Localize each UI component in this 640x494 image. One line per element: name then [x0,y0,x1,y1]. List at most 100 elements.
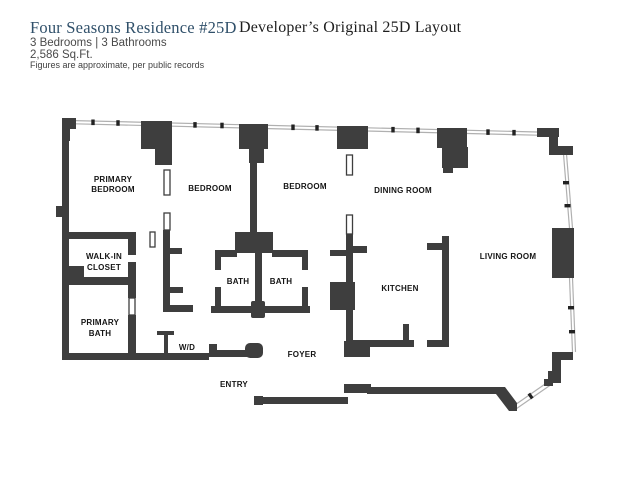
kitchen-right-wall [442,243,449,347]
wall-segment [250,148,257,234]
living-room-window-lower [568,277,577,353]
entry-upper-wall [367,387,500,394]
room-label-bath-2: BATH [270,277,293,286]
wall-segment [427,243,449,250]
wall-segment [68,232,133,239]
wall-segment [353,246,367,253]
top-column [337,126,368,149]
bath-column-block [235,232,273,253]
wall-segment [302,250,308,270]
window-mullion [315,125,319,131]
window-mullion [486,129,490,135]
right-step-wall [548,371,561,383]
wall-segment [128,262,136,278]
window-line [565,153,574,229]
window-mullion [91,119,95,126]
foyer-door-block [245,343,263,358]
room-label-bedroom-3: BEDROOM [283,182,327,191]
right-window-mullions [563,181,575,334]
area-subtitle: 2,586 Sq.Ft. [30,49,93,61]
room-label-kitchen: KITCHEN [381,284,418,293]
entry-angled-window [511,379,553,411]
window-mullion [291,124,295,131]
room-label-primary-bath: BATH [89,329,112,338]
window-line [571,277,577,353]
wall-segment [128,315,136,357]
foyer-wall-stub [209,344,217,357]
window-mullion [527,392,534,400]
door-jamb [345,214,354,235]
living-room-window-upper [562,153,574,229]
right-step-wall [554,352,573,360]
right-step-wall [549,128,558,154]
interior-walls [68,148,449,358]
wall-segment [170,287,183,293]
wall-segment [215,250,221,270]
wall-segment [302,287,308,308]
entry-step-block [344,384,371,393]
kitchen-appliance-block [330,282,355,310]
room-label-walk-in-closet: WALK-IN [86,252,122,261]
kitchen-corner-block [344,341,370,357]
room-label-entry: ENTRY [220,380,248,389]
window-mullion [193,122,197,128]
window-line [568,277,574,353]
window-line [562,153,571,229]
right-step-wall [552,352,561,379]
room-label-bath-1: BATH [227,277,250,286]
wd-door [164,333,168,357]
foyer-wall [210,350,258,357]
disclaimer-text: Figures are approximate, per public reco… [30,60,205,70]
door-jambs [128,154,354,316]
wall-segment [68,277,136,285]
wall-segment [215,250,237,257]
top-column [437,128,467,148]
wall-segment [163,230,170,312]
right-step-wall [549,146,573,155]
window-mullion [220,122,224,129]
door-jamb [163,212,171,231]
room-label-primary-bedroom: BEDROOM [91,185,135,194]
beds-baths-subtitle: 3 Bedrooms | 3 Bathrooms [30,37,167,49]
wall-segment [170,248,182,254]
window-mullion [569,330,575,334]
wall-segment [128,285,136,298]
room-labels: PRIMARY BEDROOM BEDROOM BEDROOM DINING R… [81,175,537,389]
right-step-wall [537,128,559,137]
page-title: Four Seasons Residence #25D [30,18,237,37]
window-mullion [116,120,120,126]
window-mullion [416,127,420,134]
wall-segment [211,306,310,313]
room-label-walk-in-closet: CLOSET [87,263,121,272]
wall-segment [442,236,449,244]
wd-door [157,331,174,335]
top-column [443,167,453,173]
window-mullion [568,306,574,310]
page-title-right: Developer’s Original 25D Layout [239,19,462,36]
entry-lower-wall [255,397,348,404]
window-mullion [391,126,395,133]
wall-segment [128,232,136,255]
room-label-bedroom-2: BEDROOM [188,184,232,193]
wall-segment [330,250,346,256]
wall-segment [215,287,221,308]
door-jamb [128,297,136,316]
wall-column [56,206,69,217]
wall-segment [163,305,193,312]
room-label-dining-room: DINING ROOM [374,186,432,195]
entry-wall-cap [254,396,263,405]
door-jamb [345,154,354,176]
wall-segment [427,340,449,347]
right-column [552,228,574,278]
top-column [239,124,268,149]
top-column [442,147,468,168]
room-label-living-room: LIVING ROOM [480,252,537,261]
window-mullion [563,181,569,185]
bath-divider-wall [255,253,262,307]
room-label-wd: W/D [179,343,195,352]
door-jamb [163,169,171,196]
room-label-primary-bath: PRIMARY [81,318,120,327]
left-wall [62,118,69,360]
door-jamb [149,231,156,248]
